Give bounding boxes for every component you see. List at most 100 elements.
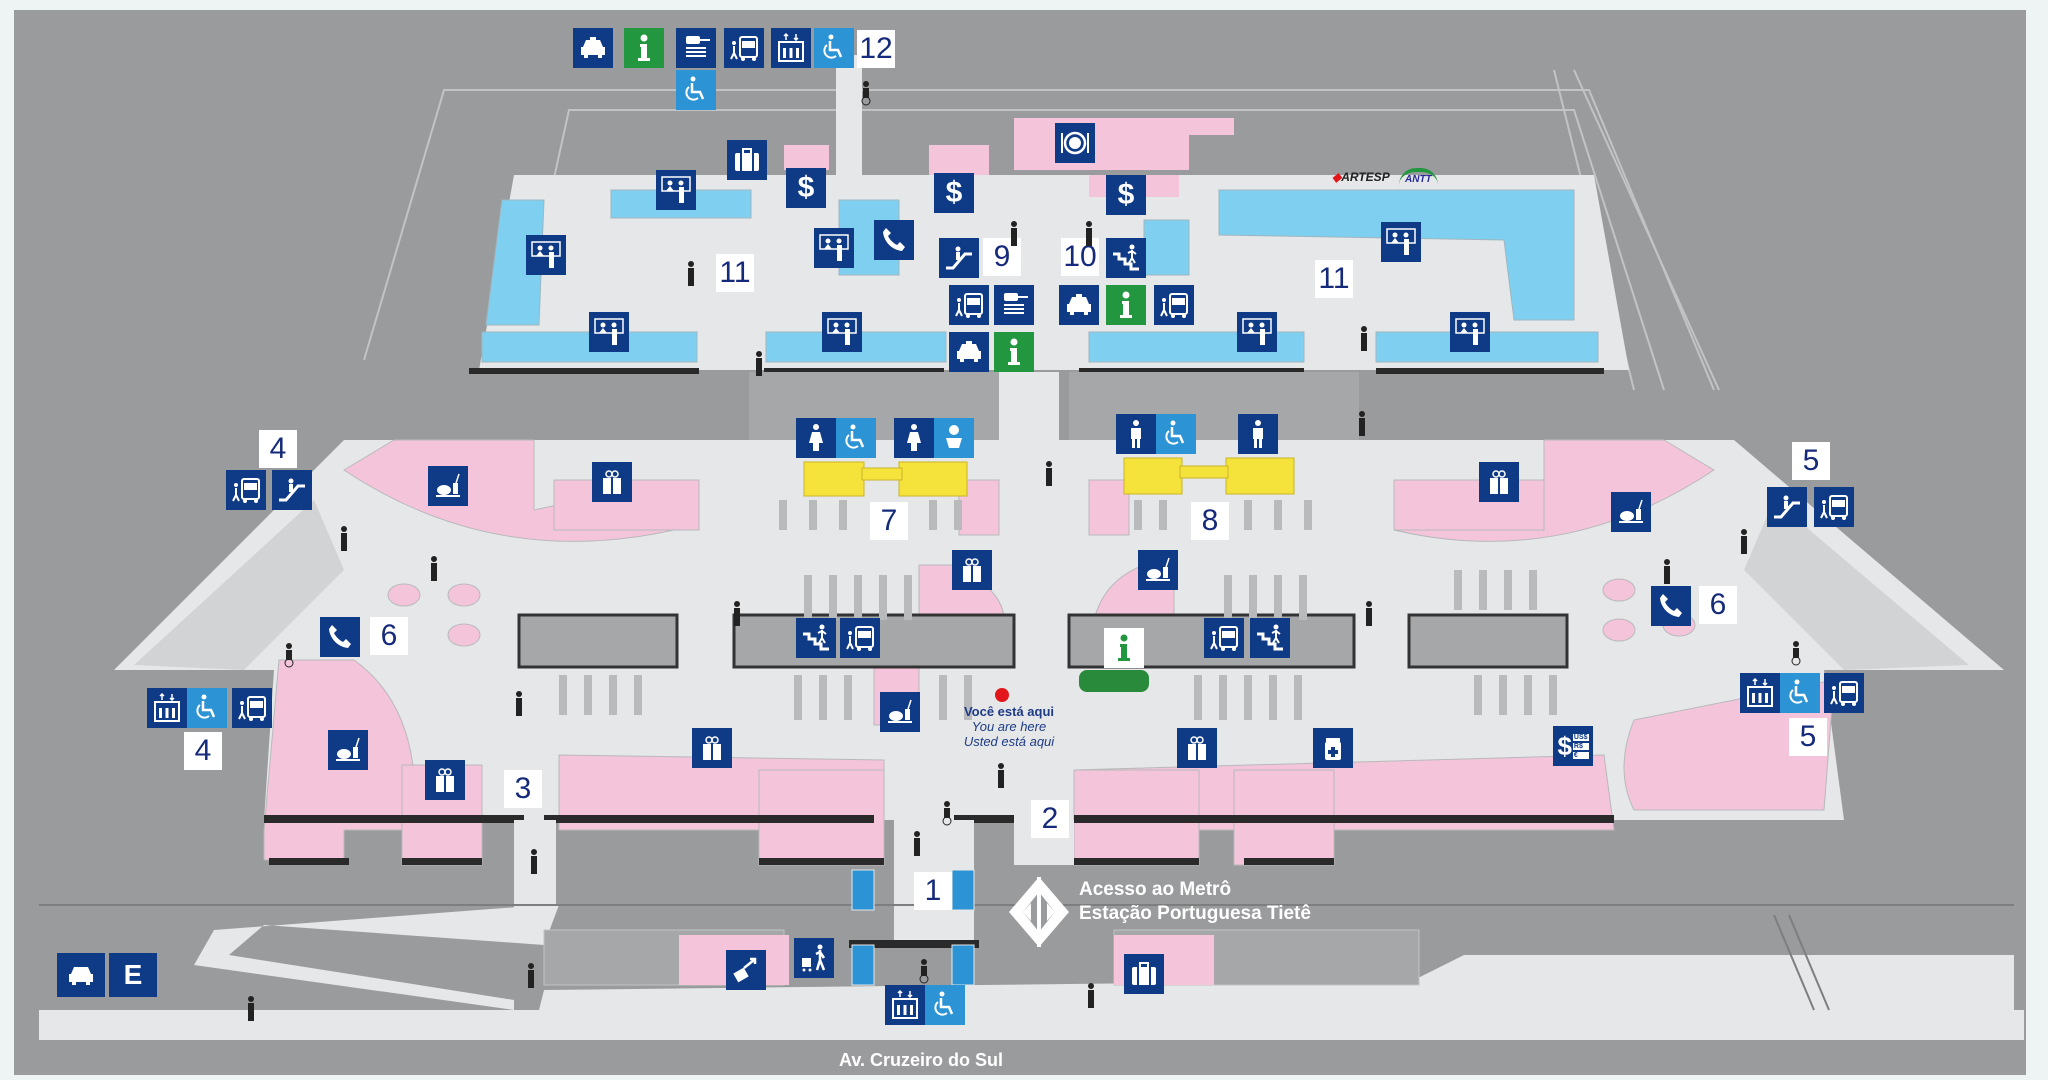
currency-eur: € xyxy=(1572,751,1589,759)
zone-number-6-left: 6 xyxy=(370,617,408,655)
mens-restroom-icon xyxy=(1238,414,1278,454)
person-icon xyxy=(1662,558,1672,584)
snack-bar-icon xyxy=(1611,492,1651,532)
person-icon xyxy=(246,995,256,1021)
person-icon xyxy=(754,350,764,376)
taxi-icon xyxy=(573,28,613,68)
zone-number-2: 2 xyxy=(1031,800,1069,838)
wheelchair-accessible-icon xyxy=(1156,414,1196,454)
baby-changing-icon xyxy=(934,418,974,458)
ticket-booth-icon xyxy=(1381,222,1421,262)
zone-number-4-bottom: 4 xyxy=(184,732,222,770)
wheelchair-accessible-icon xyxy=(187,688,227,728)
luggage-storage-icon xyxy=(1124,954,1164,994)
you-are-here-es: Usted está aqui xyxy=(963,734,1055,749)
snack-bar-icon xyxy=(428,466,468,506)
information-icon xyxy=(624,28,664,68)
bus-boarding-icon xyxy=(949,285,989,325)
wheelchair-accessible-icon xyxy=(925,985,965,1025)
person-icon xyxy=(1357,410,1367,436)
ticket-booth-icon xyxy=(1237,312,1277,352)
zone-number-3: 3 xyxy=(504,770,542,808)
ticket-booth-icon xyxy=(656,170,696,210)
terminal-map: 12 $ $ $ 9 10 11 11 ◆ARTESP ANTT 7 8 4 5 xyxy=(14,10,2026,1075)
zone-number-11-left: 11 xyxy=(716,254,754,292)
person-icon xyxy=(1086,982,1096,1008)
you-are-here-marker xyxy=(995,688,1009,702)
gift-shop-icon xyxy=(425,760,465,800)
zone-number-4-top: 4 xyxy=(259,430,297,468)
womens-restroom-icon xyxy=(894,418,934,458)
person-wheelchair-icon xyxy=(284,642,294,668)
snack-bar-icon xyxy=(1138,550,1178,590)
restaurant-icon xyxy=(1055,123,1095,163)
zone-number-1: 1 xyxy=(914,872,952,910)
metro-line1: Acesso ao Metrô xyxy=(1079,879,1232,900)
luggage-storage-icon xyxy=(727,140,767,180)
currency-usd: US$ xyxy=(1572,733,1589,741)
bus-boarding-icon xyxy=(840,618,880,658)
telephone-icon xyxy=(874,220,914,260)
person-wheelchair-icon xyxy=(1791,640,1801,666)
parking-car-icon xyxy=(57,953,105,997)
gift-shop-icon xyxy=(1177,728,1217,768)
antt-label: ANTT xyxy=(1405,174,1432,185)
person-icon xyxy=(529,848,539,874)
person-icon xyxy=(912,830,922,856)
snack-bar-icon xyxy=(328,730,368,770)
bus-boarding-icon xyxy=(1204,618,1244,658)
person-icon xyxy=(339,525,349,551)
porter-icon xyxy=(794,938,834,978)
stairs-icon xyxy=(1250,618,1290,658)
wheelchair-accessible-icon xyxy=(836,418,876,458)
zone-number-5-bottom: 5 xyxy=(1789,718,1827,756)
you-are-here-label: Você está aqui You are here Usted está a… xyxy=(934,704,1084,749)
person-icon xyxy=(514,690,524,716)
zone-number-12: 12 xyxy=(857,30,895,68)
artesp-logo: ◆ARTESP xyxy=(1332,170,1390,184)
currency-exchange-icon: $ US$ R$ € xyxy=(1553,726,1593,766)
person-wheelchair-icon xyxy=(861,80,871,106)
ticket-booth-icon xyxy=(1450,312,1490,352)
metro-line2: Estação Portuguesa Tietê xyxy=(1079,903,1311,924)
zone-number-6-right: 6 xyxy=(1699,586,1737,624)
womens-restroom-icon xyxy=(796,418,836,458)
you-are-here-en: You are here xyxy=(971,719,1047,734)
atm-dollar-icon: $ xyxy=(1106,175,1146,215)
bus-boarding-icon xyxy=(1154,285,1194,325)
ticket-booth-icon xyxy=(526,235,566,275)
ticket-counter-icon xyxy=(676,28,716,68)
antt-logo: ANTT xyxy=(1399,168,1438,185)
gift-shop-icon xyxy=(1479,462,1519,502)
person-icon xyxy=(526,962,536,988)
snack-bar-icon xyxy=(880,692,920,732)
zone-number-8: 8 xyxy=(1191,502,1229,540)
currency-brl: R$ xyxy=(1572,742,1589,750)
information-icon xyxy=(994,332,1034,372)
gift-shop-icon xyxy=(592,462,632,502)
person-wheelchair-icon xyxy=(919,958,929,984)
you-are-here-pt: Você está aqui xyxy=(963,704,1055,719)
mens-restroom-icon xyxy=(1116,414,1156,454)
person-icon xyxy=(429,555,439,581)
escalator-icon xyxy=(1767,487,1807,527)
artesp-label: ARTESP xyxy=(1341,170,1390,184)
wheelchair-accessible-icon xyxy=(814,28,854,68)
ticket-booth-icon xyxy=(822,312,862,352)
elevator-icon xyxy=(885,985,925,1025)
gift-shop-icon xyxy=(692,728,732,768)
floor-plan xyxy=(39,55,2024,1040)
stairs-icon xyxy=(1106,238,1146,278)
parking-e-sign: E xyxy=(109,953,157,997)
escalator-icon xyxy=(939,238,979,278)
zone-number-10: 10 xyxy=(1061,238,1099,276)
sidewalk xyxy=(39,1010,2024,1040)
elevator-icon xyxy=(771,28,811,68)
person-icon xyxy=(1364,600,1374,626)
bus-boarding-icon xyxy=(1824,673,1864,713)
atm-dollar-icon: $ xyxy=(934,173,974,213)
pharmacy-icon xyxy=(1313,728,1353,768)
zone-number-5-top: 5 xyxy=(1792,442,1830,480)
elevator-icon xyxy=(1740,673,1780,713)
metro-logo xyxy=(1009,877,1069,947)
